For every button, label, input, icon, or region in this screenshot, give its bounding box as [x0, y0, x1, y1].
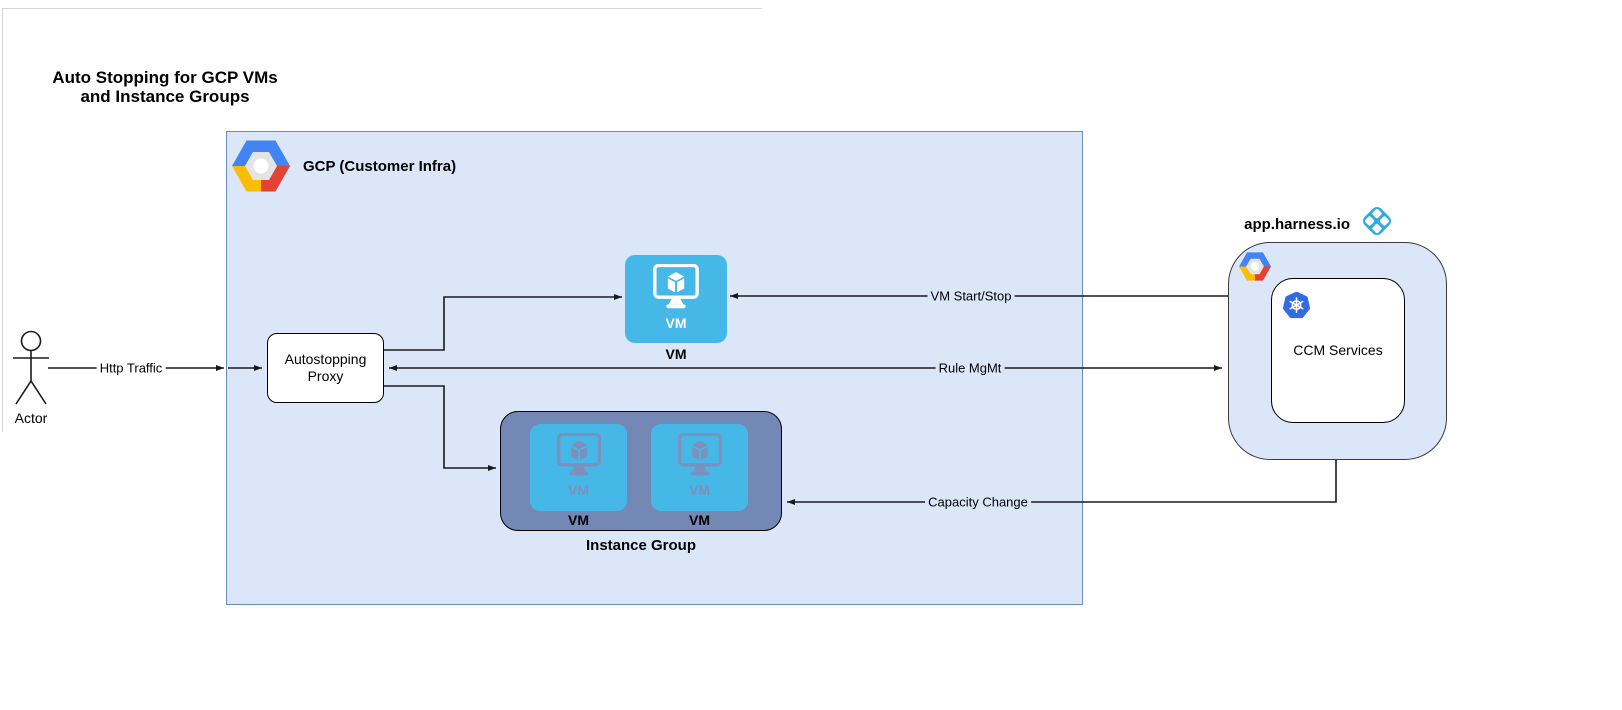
- vm-monitor-icon: [653, 264, 699, 309]
- frame-left-line: [2, 8, 3, 432]
- vm-icon-text: VM: [689, 482, 710, 498]
- vm-icon-text: VM: [568, 482, 589, 498]
- instance-group-vm-1-label: VM: [568, 512, 589, 528]
- instance-group-vm-1: VM: [530, 424, 627, 511]
- vm-node-label: VM: [665, 346, 687, 362]
- frame-top-line: [2, 8, 762, 9]
- gcp-logo-icon-small: [1239, 252, 1271, 281]
- vm-monitor-icon: [556, 433, 601, 476]
- vm-node: VM: [625, 255, 727, 343]
- edge-label-http-traffic: Http Traffic: [96, 360, 166, 376]
- autostopping-proxy-label: Autostopping Proxy: [284, 351, 367, 384]
- gcp-container-label: GCP (Customer Infra): [303, 158, 457, 175]
- actor-figure: [13, 330, 49, 405]
- instance-group-label: Instance Group: [585, 537, 697, 554]
- instance-group-vm-2: VM: [651, 424, 748, 511]
- autostopping-proxy-node: Autostopping Proxy: [267, 333, 384, 403]
- actor-label: Actor: [14, 410, 48, 426]
- ccm-services-label: CCM Services: [1293, 342, 1383, 358]
- edge-label-vm-start-stop: VM Start/Stop: [927, 288, 1015, 304]
- kubernetes-icon: [1283, 292, 1310, 319]
- edge-label-rule-mgmt: Rule MgMt: [935, 360, 1005, 376]
- vm-icon-text: VM: [665, 315, 687, 331]
- vm-monitor-icon: [677, 433, 722, 476]
- harness-title: app.harness.io: [1244, 216, 1350, 233]
- edge-label-capacity-change: Capacity Change: [925, 494, 1031, 510]
- harness-logo-icon: [1363, 207, 1391, 235]
- diagram-title: Auto Stopping for GCP VMs and Instance G…: [52, 68, 278, 106]
- ccm-services-node: CCM Services: [1271, 278, 1405, 423]
- instance-group-container: VM VM VM VM: [500, 411, 782, 531]
- gcp-logo-icon: [232, 140, 290, 192]
- instance-group-vm-2-label: VM: [689, 512, 710, 528]
